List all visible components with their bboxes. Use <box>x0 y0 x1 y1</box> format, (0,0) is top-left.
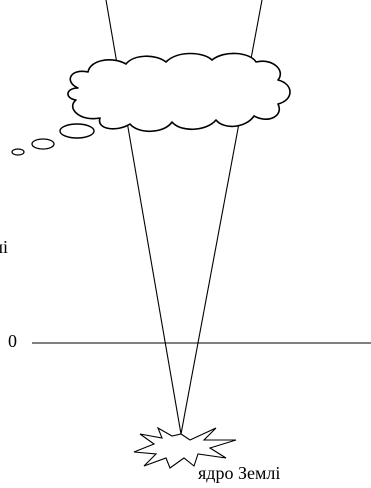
earth-core-label: ядро Землі <box>198 463 281 483</box>
thought-bubble-large <box>59 123 95 139</box>
earth-core-starburst <box>133 426 237 469</box>
partial-left-label: лі <box>0 237 8 257</box>
thought-bubble-small <box>11 148 25 156</box>
thought-cloud <box>67 52 291 133</box>
thought-bubble-medium <box>31 138 55 150</box>
zero-level-label: 0 <box>8 331 17 351</box>
